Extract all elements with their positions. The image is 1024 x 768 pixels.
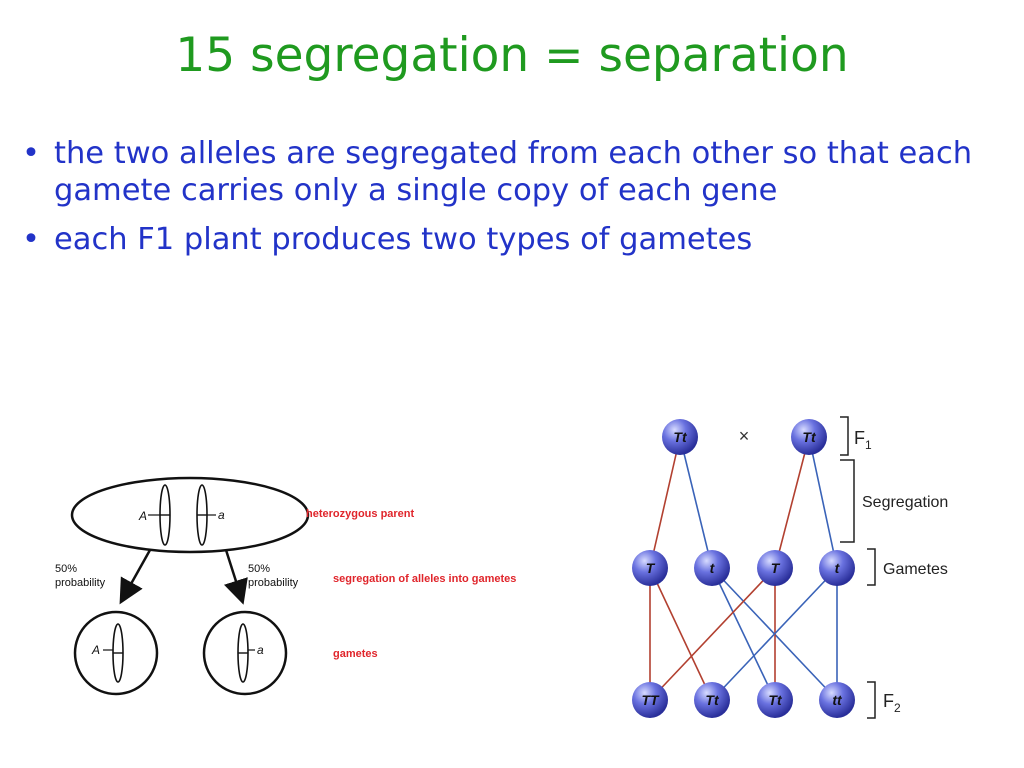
f2-bracket bbox=[867, 681, 876, 719]
cross-symbol: × bbox=[739, 426, 750, 446]
link-line bbox=[774, 436, 810, 569]
f1-node-label: Tt bbox=[673, 429, 688, 445]
gamete-node-label: t bbox=[835, 560, 841, 576]
bullet-item: • each F1 plant produces two types of ga… bbox=[22, 221, 1012, 258]
link-line bbox=[679, 436, 713, 569]
gamete-node-label: T bbox=[646, 560, 656, 576]
f1-node bbox=[791, 419, 827, 455]
right-probability-word: probability bbox=[248, 577, 299, 589]
f2-node bbox=[632, 682, 668, 718]
right-probability-pct: 50% bbox=[248, 563, 270, 575]
segregation-bracket bbox=[840, 459, 855, 543]
link-line bbox=[808, 436, 838, 569]
bullet-text: each F1 plant produces two types of game… bbox=[54, 222, 753, 258]
slide-title: 15 segregation = separation bbox=[175, 28, 849, 83]
f1-label: F1 bbox=[854, 428, 872, 452]
f2-node-label: TT bbox=[641, 692, 660, 708]
heterozygous-parent-label: heterozygous parent bbox=[306, 508, 415, 520]
bullet-dot-icon: • bbox=[22, 222, 40, 258]
gamete-node-label: T bbox=[771, 560, 781, 576]
gamete-node bbox=[757, 550, 793, 586]
link-line bbox=[711, 567, 776, 701]
gametes-label: gametes bbox=[333, 648, 378, 660]
segregation-side-label: Segregation bbox=[862, 494, 948, 511]
link-line bbox=[649, 567, 776, 701]
left-probability-pct: 50% bbox=[55, 563, 77, 575]
gametes-bracket bbox=[867, 548, 876, 586]
link-line bbox=[711, 567, 838, 701]
gamete-node bbox=[632, 550, 668, 586]
allele-label-A: A bbox=[138, 509, 147, 523]
gamete-node-label: t bbox=[710, 560, 716, 576]
gametes-side-label: Gametes bbox=[883, 561, 948, 578]
f1-bracket bbox=[840, 416, 849, 456]
bullet-list: • the two alleles are segregated from ea… bbox=[22, 135, 1012, 271]
gamete-node bbox=[819, 550, 855, 586]
segregation-label: segregation of alleles into gametes bbox=[333, 573, 516, 585]
parent-cell bbox=[70, 476, 310, 554]
f1-node bbox=[662, 419, 698, 455]
allele-label-a: a bbox=[218, 508, 225, 522]
f1-node-label: Tt bbox=[802, 429, 817, 445]
f2-label: F2 bbox=[883, 691, 901, 715]
link-line bbox=[649, 436, 681, 569]
bullet-text: the two alleles are segregated from each… bbox=[54, 136, 973, 209]
gamete-cell-A bbox=[73, 610, 159, 696]
f2-node-label: tt bbox=[832, 692, 843, 708]
link-line bbox=[649, 567, 713, 701]
f2-node-label: Tt bbox=[705, 692, 720, 708]
left-probability-word: probability bbox=[55, 577, 106, 589]
cross-segregation-diagram: Tt × Tt T t T t TT Tt Tt tt F1 Segregati… bbox=[632, 416, 948, 719]
meiosis-segregation-diagram: A a heterozygous parent 50% probability … bbox=[55, 476, 516, 696]
f2-node-label: Tt bbox=[768, 692, 783, 708]
f2-node bbox=[757, 682, 793, 718]
bullet-dot-icon: • bbox=[22, 136, 40, 171]
gamete-cell-a bbox=[202, 610, 288, 696]
f2-node bbox=[819, 682, 855, 718]
right-arrow bbox=[223, 549, 248, 605]
gamete-allele-A: A bbox=[91, 643, 100, 657]
f2-node bbox=[694, 682, 730, 718]
bullet-item: • the two alleles are segregated from ea… bbox=[22, 135, 1012, 209]
gamete-allele-a: a bbox=[257, 643, 264, 657]
left-arrow bbox=[119, 549, 152, 605]
gamete-node bbox=[694, 550, 730, 586]
